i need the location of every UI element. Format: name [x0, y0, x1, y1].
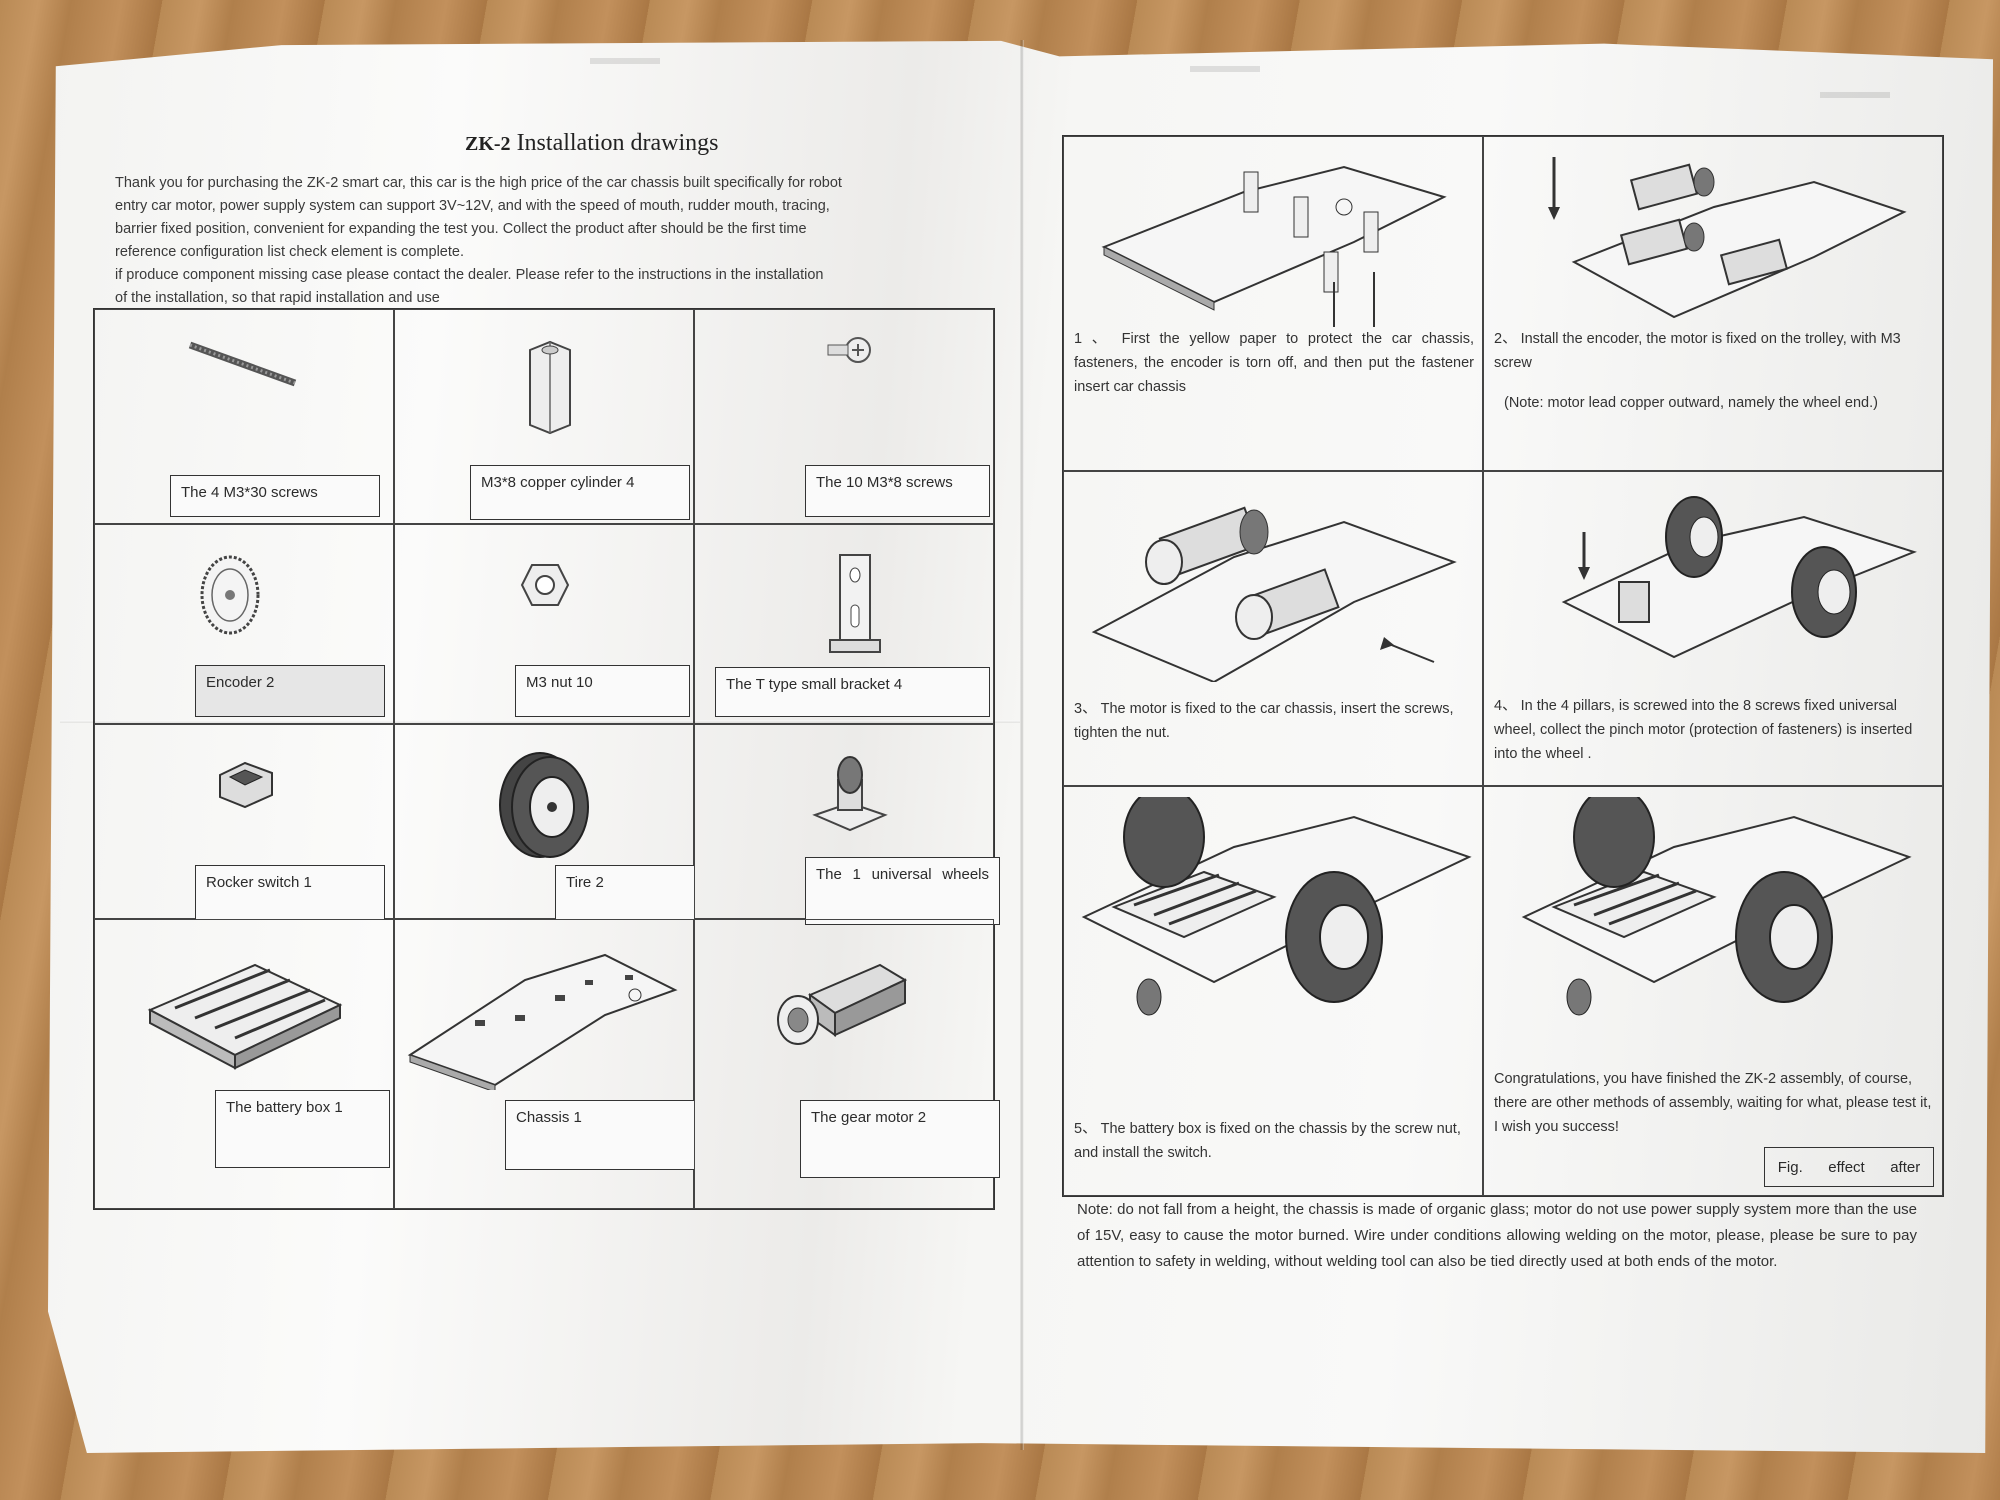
part-label: M3 nut 10 — [515, 665, 690, 717]
horizontal-crease — [60, 720, 1020, 723]
safety-note: Note: do not fall from a height, the cha… — [1077, 1201, 1917, 1270]
step-text: 3、 The motor is fixed to the car chassis… — [1074, 701, 1454, 741]
part-cell: M3 nut 10 — [394, 524, 694, 724]
assembly-step: 3、 The motor is fixed to the car chassis… — [1063, 471, 1483, 786]
battery-box-icon — [147, 963, 343, 1070]
gear-motor-icon — [777, 963, 908, 1045]
intro-line: of the installation, so that rapid insta… — [115, 290, 440, 306]
hex-nut-icon — [520, 564, 570, 606]
intro-line: reference configuration list check eleme… — [115, 244, 464, 260]
copper-cylinder-icon — [529, 340, 571, 435]
part-label: The 1 universal wheels — [805, 857, 1000, 925]
print-mark — [1190, 66, 1260, 72]
assembly-step: Congratulations, you have finished the Z… — [1483, 786, 1943, 1196]
intro-line: Thank you for purchasing the ZK-2 smart … — [115, 175, 842, 191]
finished-car-icon — [1521, 797, 1912, 1016]
step-text: 1 、 First the yellow paper to protect th… — [1074, 331, 1474, 395]
parts-list-grid: The 4 M3*30 screws M3*8 copper cylinder … — [93, 308, 1000, 1210]
part-label: M3*8 copper cylinder 4 — [470, 465, 690, 520]
step5-battery-box-icon — [1081, 797, 1472, 1016]
part-cell: The 1 universal wheels — [694, 724, 1000, 925]
assembly-step: 2、 Install the encoder, the motor is fix… — [1483, 136, 1943, 471]
step2-motor-encoder-icon — [1548, 157, 1907, 319]
part-label: The T type small bracket 4 — [715, 667, 990, 717]
step1-chassis-fasteners-icon — [1101, 165, 1447, 327]
step3-motor-chassis-icon — [1091, 506, 1457, 682]
step-note: (Note: motor lead copper outward, namely… — [1504, 395, 1878, 411]
fig-label: after — [1890, 1158, 1921, 1176]
long-screw-icon — [188, 341, 297, 387]
part-cell: The 4 M3*30 screws — [94, 309, 394, 524]
model-name: ZK-2 — [465, 133, 511, 155]
intro-line: if produce component missing case please… — [115, 267, 824, 283]
step-text: 5、 The battery box is fixed on the chass… — [1074, 1121, 1461, 1161]
intro-line: entry car motor, power supply system can… — [115, 198, 830, 214]
print-mark — [1820, 92, 1890, 98]
intro-text: Thank you for purchasing the ZK-2 smart … — [115, 172, 975, 310]
encoder-disc-icon — [200, 555, 260, 635]
part-label: Chassis 1 — [505, 1100, 695, 1170]
step4-pillars-wheel-icon — [1561, 496, 1917, 659]
chassis-plate-icon — [407, 953, 678, 1090]
part-label: Encoder 2 — [195, 665, 385, 717]
assembly-step: 4、 In the 4 pillars, is screwed into the… — [1483, 471, 1943, 786]
step-text: 2、 Install the encoder, the motor is fix… — [1494, 331, 1901, 371]
part-label: The gear motor 2 — [800, 1100, 1000, 1178]
part-label: The 10 M3*8 screws — [805, 465, 990, 517]
part-cell: The gear motor 2 — [694, 919, 1000, 1209]
title-text: Installation drawings — [516, 130, 719, 156]
step-text: 4、 In the 4 pillars, is screwed into the… — [1494, 698, 1913, 762]
assembly-steps-grid: 1 、 First the yellow paper to protect th… — [1062, 135, 1944, 1197]
page-title: ZK-2 Installation drawings — [465, 130, 719, 157]
short-screw-icon — [827, 337, 871, 363]
t-bracket-icon — [829, 554, 881, 653]
part-label: The 4 M3*30 screws — [170, 475, 380, 517]
part-cell: The 10 M3*8 screws — [694, 309, 994, 524]
print-mark — [590, 58, 660, 64]
assembly-step: 1 、 First the yellow paper to protect th… — [1063, 136, 1483, 471]
part-cell: Rocker switch 1 — [94, 724, 394, 920]
fig-label: Fig. — [1777, 1158, 1803, 1176]
part-cell: The battery box 1 — [94, 919, 394, 1209]
part-cell: Chassis 1 — [394, 919, 695, 1209]
part-cell: Encoder 2 — [94, 524, 394, 724]
tire-icon — [499, 752, 589, 858]
part-cell: Tire 2 — [394, 724, 695, 920]
figure-caption-box: Fig. effect after — [1764, 1147, 1934, 1187]
part-label: Tire 2 — [555, 865, 695, 920]
universal-wheel-icon — [812, 756, 888, 832]
part-cell: The T type small bracket 4 — [694, 524, 994, 724]
center-fold — [1020, 40, 1024, 1450]
fig-label: effect — [1828, 1158, 1865, 1176]
part-cell: M3*8 copper cylinder 4 — [394, 309, 694, 524]
part-label: Rocker switch 1 — [195, 865, 385, 920]
rocker-switch-icon — [219, 761, 273, 809]
assembly-step: 5、 The battery box is fixed on the chass… — [1063, 786, 1483, 1196]
intro-line: barrier fixed position, convenient for e… — [115, 221, 807, 237]
step-text: Congratulations, you have finished the Z… — [1494, 1071, 1932, 1135]
part-label: The battery box 1 — [215, 1090, 390, 1168]
